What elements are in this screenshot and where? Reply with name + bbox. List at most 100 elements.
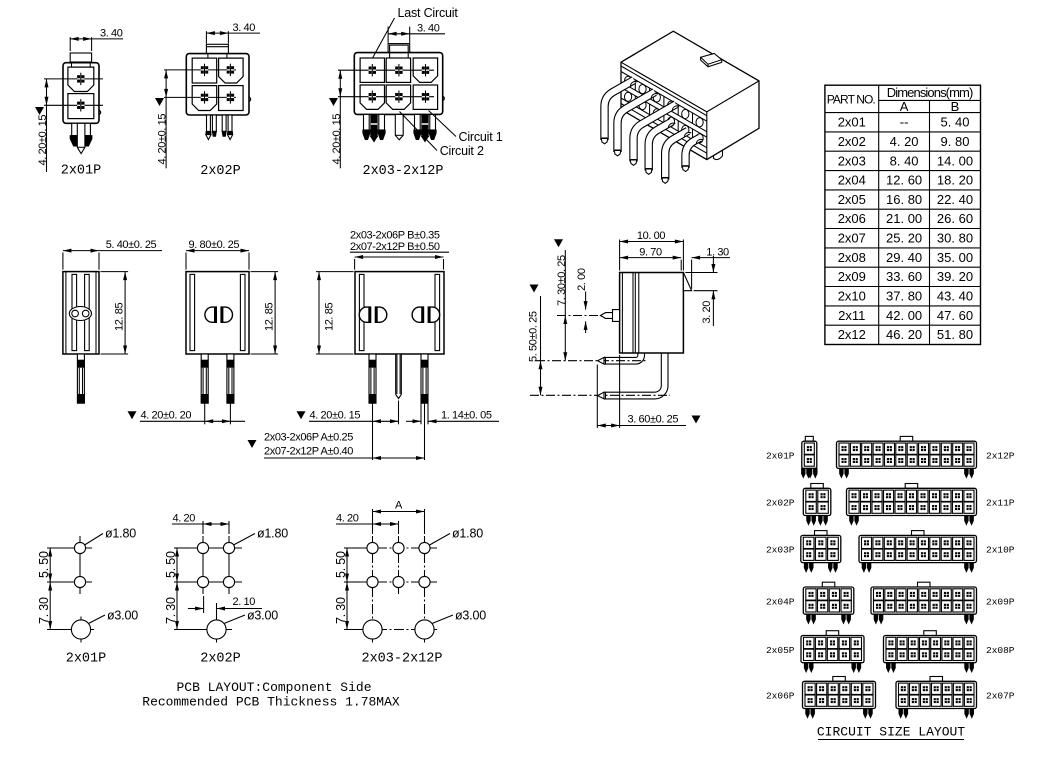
svg-text:37. 80: 37. 80 xyxy=(886,289,922,304)
svg-text:Recommended PCB Thickness 1.78: Recommended PCB Thickness 1.78MAX xyxy=(142,695,400,710)
svg-text:9. 80±0. 25: 9. 80±0. 25 xyxy=(189,239,240,251)
svg-text:12. 85: 12. 85 xyxy=(264,303,276,331)
svg-text:2x05P: 2x05P xyxy=(766,645,795,656)
svg-text:3. 60±0. 25: 3. 60±0. 25 xyxy=(628,414,679,426)
svg-text:PART NO.: PART NO. xyxy=(827,93,876,107)
svg-text:Circuit 2: Circuit 2 xyxy=(440,144,484,158)
svg-text:46. 20: 46. 20 xyxy=(886,327,922,342)
svg-text:2x12P: 2x12P xyxy=(986,451,1015,462)
svg-text:2x01: 2x01 xyxy=(838,115,866,130)
svg-text:18. 20: 18. 20 xyxy=(937,173,973,188)
svg-text:4. 20: 4. 20 xyxy=(890,134,919,149)
svg-text:4. 20±0. 15: 4. 20±0. 15 xyxy=(37,115,49,166)
svg-text:26. 60: 26. 60 xyxy=(937,211,973,226)
svg-text:9. 80: 9. 80 xyxy=(941,134,970,149)
svg-text:33. 60: 33. 60 xyxy=(886,269,922,284)
svg-text:7. 30: 7. 30 xyxy=(334,597,348,624)
svg-text:1. 14±0. 05: 1. 14±0. 05 xyxy=(441,409,492,421)
svg-text:4. 20±0. 15: 4. 20±0. 15 xyxy=(331,114,343,165)
svg-text:2. 10: 2. 10 xyxy=(233,596,256,608)
svg-text:1. 30: 1. 30 xyxy=(706,246,729,258)
svg-text:2x03P: 2x03P xyxy=(766,545,795,556)
svg-text:ø1.80: ø1.80 xyxy=(105,527,136,541)
svg-text:ø3.00: ø3.00 xyxy=(107,609,138,623)
svg-text:2x09P: 2x09P xyxy=(986,596,1015,607)
svg-text:Dimensions(mm): Dimensions(mm) xyxy=(887,85,973,100)
svg-text:9. 70: 9. 70 xyxy=(639,246,662,258)
svg-text:3. 40: 3. 40 xyxy=(417,23,440,35)
svg-text:2x03: 2x03 xyxy=(838,153,866,168)
svg-text:A: A xyxy=(395,500,403,512)
svg-text:ø3.00: ø3.00 xyxy=(247,609,278,623)
svg-text:43. 40: 43. 40 xyxy=(937,289,973,304)
svg-text:25. 20: 25. 20 xyxy=(886,231,922,246)
svg-text:10. 00: 10. 00 xyxy=(637,230,665,242)
svg-text:5. 40±0. 25: 5. 40±0. 25 xyxy=(106,239,157,251)
svg-text:2x11P: 2x11P xyxy=(986,498,1015,509)
svg-text:Circuit 1: Circuit 1 xyxy=(459,130,503,144)
svg-text:2x01P: 2x01P xyxy=(766,451,795,462)
svg-text:CIRCUIT SIZE LAYOUT: CIRCUIT SIZE LAYOUT xyxy=(817,725,965,740)
svg-text:3. 40: 3. 40 xyxy=(233,22,256,34)
svg-text:47. 60: 47. 60 xyxy=(937,308,973,323)
svg-text:2x07P: 2x07P xyxy=(986,691,1015,702)
svg-text:12. 60: 12. 60 xyxy=(886,173,922,188)
svg-text:8. 40: 8. 40 xyxy=(890,153,919,168)
svg-text:2x08P: 2x08P xyxy=(986,645,1015,656)
svg-text:22. 40: 22. 40 xyxy=(937,192,973,207)
svg-text:--: -- xyxy=(900,115,909,130)
svg-text:2x02: 2x02 xyxy=(838,134,866,149)
svg-text:5. 50±0. 25: 5. 50±0. 25 xyxy=(528,311,540,362)
svg-text:A: A xyxy=(900,99,909,114)
svg-text:5. 40: 5. 40 xyxy=(941,115,970,130)
svg-text:5. 50: 5. 50 xyxy=(164,551,178,578)
svg-text:2x08: 2x08 xyxy=(838,250,866,265)
svg-text:ø1.80: ø1.80 xyxy=(257,527,288,541)
svg-text:7. 30: 7. 30 xyxy=(164,597,178,624)
svg-text:2x09: 2x09 xyxy=(838,269,866,284)
svg-text:2x07-2x12P A±0.40: 2x07-2x12P A±0.40 xyxy=(264,446,353,458)
svg-text:PCB LAYOUT:Component Side: PCB LAYOUT:Component Side xyxy=(176,680,371,695)
svg-text:2x01P: 2x01P xyxy=(66,652,107,667)
svg-text:42. 00: 42. 00 xyxy=(886,308,922,323)
svg-text:5. 50: 5. 50 xyxy=(37,551,51,578)
svg-text:4. 20±0. 20: 4. 20±0. 20 xyxy=(141,409,192,421)
svg-text:2x02P: 2x02P xyxy=(200,164,241,179)
svg-text:51. 80: 51. 80 xyxy=(937,327,973,342)
svg-text:ø3.00: ø3.00 xyxy=(455,609,486,623)
svg-text:7. 30±0. 25: 7. 30±0. 25 xyxy=(556,255,568,306)
svg-text:2x04: 2x04 xyxy=(838,173,866,188)
svg-text:2x05: 2x05 xyxy=(838,192,866,207)
svg-text:2x02P: 2x02P xyxy=(766,498,795,509)
svg-text:B: B xyxy=(951,99,960,114)
svg-text:39. 20: 39. 20 xyxy=(937,269,973,284)
svg-text:2x01P: 2x01P xyxy=(61,164,102,179)
svg-text:2x02P: 2x02P xyxy=(200,652,241,667)
svg-text:30. 80: 30. 80 xyxy=(937,231,973,246)
svg-text:12. 85: 12. 85 xyxy=(114,303,126,331)
svg-text:2x07-2x12P B±0.50: 2x07-2x12P B±0.50 xyxy=(350,241,440,253)
svg-text:2. 00: 2. 00 xyxy=(576,268,588,291)
svg-text:2x07: 2x07 xyxy=(838,231,866,246)
svg-text:2x03-2x06P B±0.35: 2x03-2x06P B±0.35 xyxy=(350,230,440,242)
svg-text:2x06P: 2x06P xyxy=(766,691,795,702)
svg-text:3. 20: 3. 20 xyxy=(701,301,713,324)
svg-text:2x10: 2x10 xyxy=(838,289,866,304)
svg-text:3. 40: 3. 40 xyxy=(100,28,123,40)
svg-text:2x03-2x12P: 2x03-2x12P xyxy=(362,164,443,179)
svg-text:21. 00: 21. 00 xyxy=(886,211,922,226)
svg-text:4. 20: 4. 20 xyxy=(336,513,359,525)
svg-text:14. 00: 14. 00 xyxy=(937,153,973,168)
svg-text:12. 85: 12. 85 xyxy=(324,303,336,331)
svg-text:2x10P: 2x10P xyxy=(986,545,1015,556)
svg-text:Last Circuit: Last Circuit xyxy=(398,6,459,20)
svg-text:2x04P: 2x04P xyxy=(766,596,795,607)
svg-text:ø1.80: ø1.80 xyxy=(452,527,483,541)
svg-text:2x11: 2x11 xyxy=(838,308,865,323)
svg-text:16. 80: 16. 80 xyxy=(886,192,922,207)
svg-text:2x06: 2x06 xyxy=(838,211,866,226)
svg-text:4. 20±0. 15: 4. 20±0. 15 xyxy=(157,114,169,165)
svg-text:2x03-2x12P: 2x03-2x12P xyxy=(361,652,442,667)
svg-text:35. 00: 35. 00 xyxy=(937,250,973,265)
svg-text:2x12: 2x12 xyxy=(838,327,866,342)
